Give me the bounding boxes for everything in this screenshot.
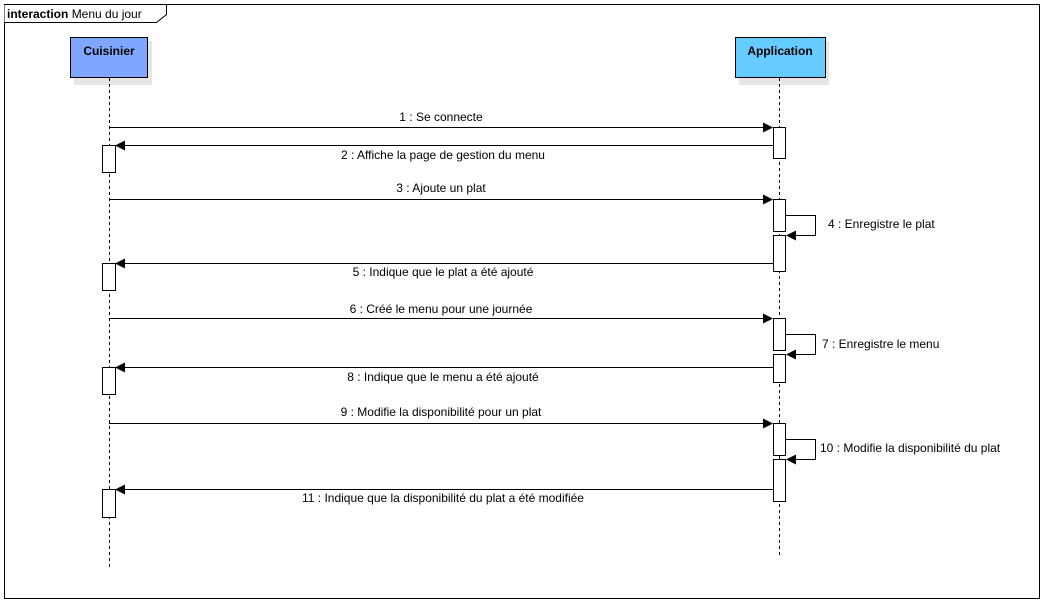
activation-bar-application <box>773 318 786 351</box>
lifeline-head-cuisinier[interactable] <box>70 37 148 78</box>
lifeline-label-application: Application <box>747 44 812 58</box>
message-label-4: 4 : Enregistre le plat <box>828 217 935 231</box>
activation-bar-application <box>773 127 786 159</box>
activation-bar-application <box>773 354 786 383</box>
lifeline-label-cuisinier: Cuisinier <box>83 44 135 58</box>
activation-bar-application <box>773 235 786 272</box>
activation-bar-cuisinier <box>102 263 116 291</box>
svg-text:interaction Menu du jour: interaction Menu du jour <box>7 7 142 21</box>
message-label-2: 2 : Affiche la page de gestion du menu <box>341 148 545 162</box>
message-label-11: 11 : Indique que la disponibilité du pla… <box>302 491 584 505</box>
activation-bar-cuisinier <box>102 367 116 395</box>
message-label-5: 5 : Indique que le plat a été ajouté <box>353 265 534 279</box>
lifeline-head-application[interactable] <box>735 37 826 78</box>
activation-bar-cuisinier <box>102 489 116 518</box>
activation-bar-application <box>773 423 786 456</box>
message-arrow-4 <box>786 215 816 241</box>
frame-keyword: interaction <box>7 7 68 21</box>
message-label-1: 1 : Se connecte <box>399 110 483 124</box>
message-label-10: 10 : Modifie la disponibilité du plat <box>820 441 1001 455</box>
frame-name: Menu du jour <box>72 7 142 21</box>
activation-bar-cuisinier <box>102 145 116 173</box>
message-label-9: 9 : Modifie la disponibilité pour un pla… <box>341 405 542 419</box>
message-label-7: 7 : Enregistre le menu <box>822 337 939 351</box>
activation-bar-application <box>773 199 786 232</box>
message-arrow-10 <box>786 439 816 465</box>
message-label-8: 8 : Indique que le menu a été ajouté <box>347 370 539 384</box>
message-label-6: 6 : Créé le menu pour une journée <box>350 302 533 316</box>
message-label-3: 3 : Ajoute un plat <box>396 181 486 195</box>
interaction-frame <box>4 4 1040 599</box>
message-arrow-7 <box>786 334 816 360</box>
activation-bar-application <box>773 459 786 502</box>
frame-tab <box>4 4 167 23</box>
